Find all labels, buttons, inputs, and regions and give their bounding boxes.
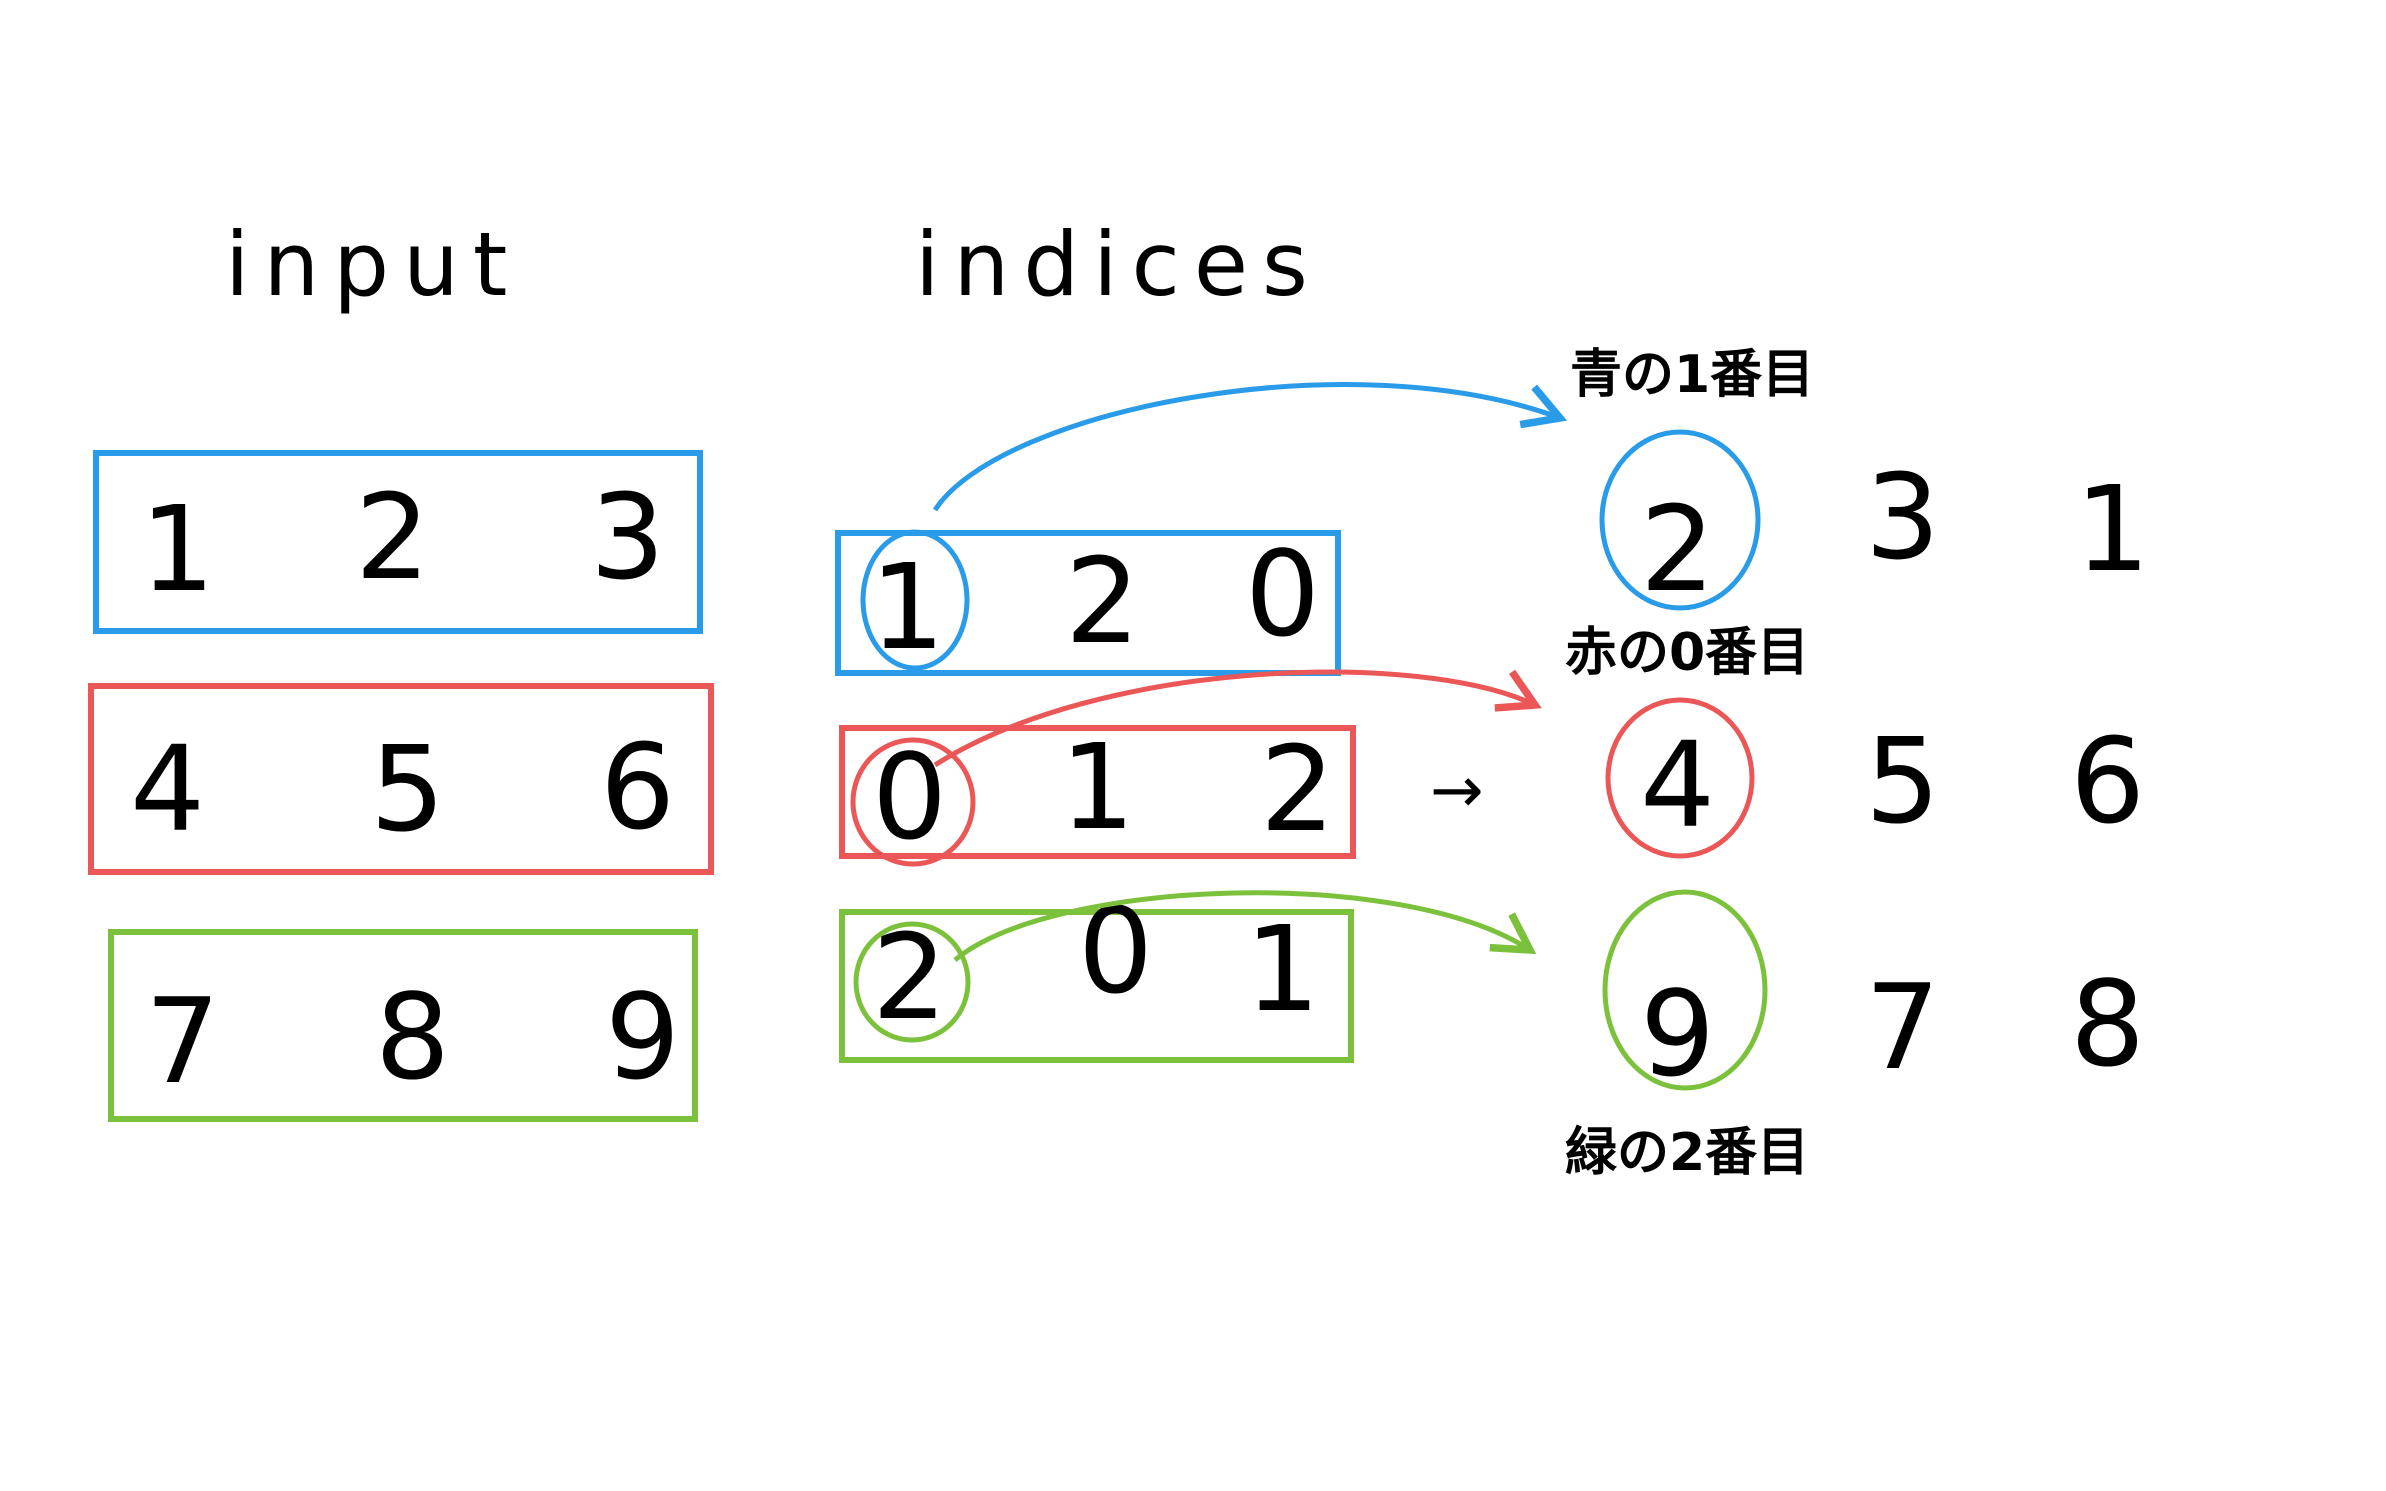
output-highlight-red bbox=[1605, 697, 1755, 859]
index-value: 0 bbox=[872, 728, 947, 866]
input-row-2-box bbox=[88, 683, 714, 875]
index-value: 1 bbox=[1060, 718, 1135, 856]
output-value: 6 bbox=[2070, 712, 2145, 850]
annotation-green: 緑の2番目 bbox=[1565, 1123, 1809, 1183]
input-row-1-box bbox=[93, 450, 703, 634]
index-value: 0 bbox=[1245, 525, 1320, 663]
annotation-red: 赤の0番目 bbox=[1565, 623, 1809, 683]
input-value: 3 bbox=[590, 468, 665, 606]
indices-row-1-box bbox=[835, 530, 1341, 676]
annotation-blue: 青の1番目 bbox=[1570, 345, 1814, 405]
output-value: 9 bbox=[1640, 965, 1715, 1103]
output-value: 1 bbox=[2075, 460, 2150, 598]
input-value: 2 bbox=[355, 468, 430, 606]
indices-header: indices bbox=[915, 213, 1322, 316]
red-arrow bbox=[933, 669, 1542, 768]
index-value: 1 bbox=[1245, 900, 1320, 1038]
index-highlight-blue bbox=[860, 529, 970, 671]
output-value: 2 bbox=[1640, 480, 1715, 618]
output-highlight-green bbox=[1602, 889, 1768, 1091]
result-arrow: → bbox=[1430, 754, 1484, 828]
input-value: 8 bbox=[375, 968, 450, 1106]
output-value: 5 bbox=[1865, 712, 1940, 850]
index-highlight-green bbox=[853, 921, 971, 1043]
indices-row-3-box bbox=[839, 909, 1354, 1063]
index-value: 2 bbox=[1065, 532, 1140, 670]
index-value: 2 bbox=[1260, 720, 1335, 858]
output-value: 4 bbox=[1640, 716, 1715, 854]
input-value: 9 bbox=[605, 968, 680, 1106]
input-value: 5 bbox=[370, 720, 445, 858]
output-value: 3 bbox=[1865, 448, 1940, 586]
input-value: 6 bbox=[600, 718, 675, 856]
input-row-3-box bbox=[108, 929, 698, 1122]
output-value: 8 bbox=[2070, 955, 2145, 1093]
input-value: 1 bbox=[140, 480, 215, 618]
input-value: 4 bbox=[130, 720, 205, 858]
input-header: input bbox=[225, 213, 521, 316]
index-highlight-red bbox=[850, 737, 976, 867]
blue-arrow bbox=[932, 382, 1568, 512]
green-arrow bbox=[953, 890, 1537, 962]
output-highlight-blue bbox=[1599, 429, 1761, 611]
indices-row-2-box bbox=[839, 725, 1356, 859]
output-value: 7 bbox=[1865, 958, 1940, 1096]
input-value: 7 bbox=[145, 972, 220, 1110]
